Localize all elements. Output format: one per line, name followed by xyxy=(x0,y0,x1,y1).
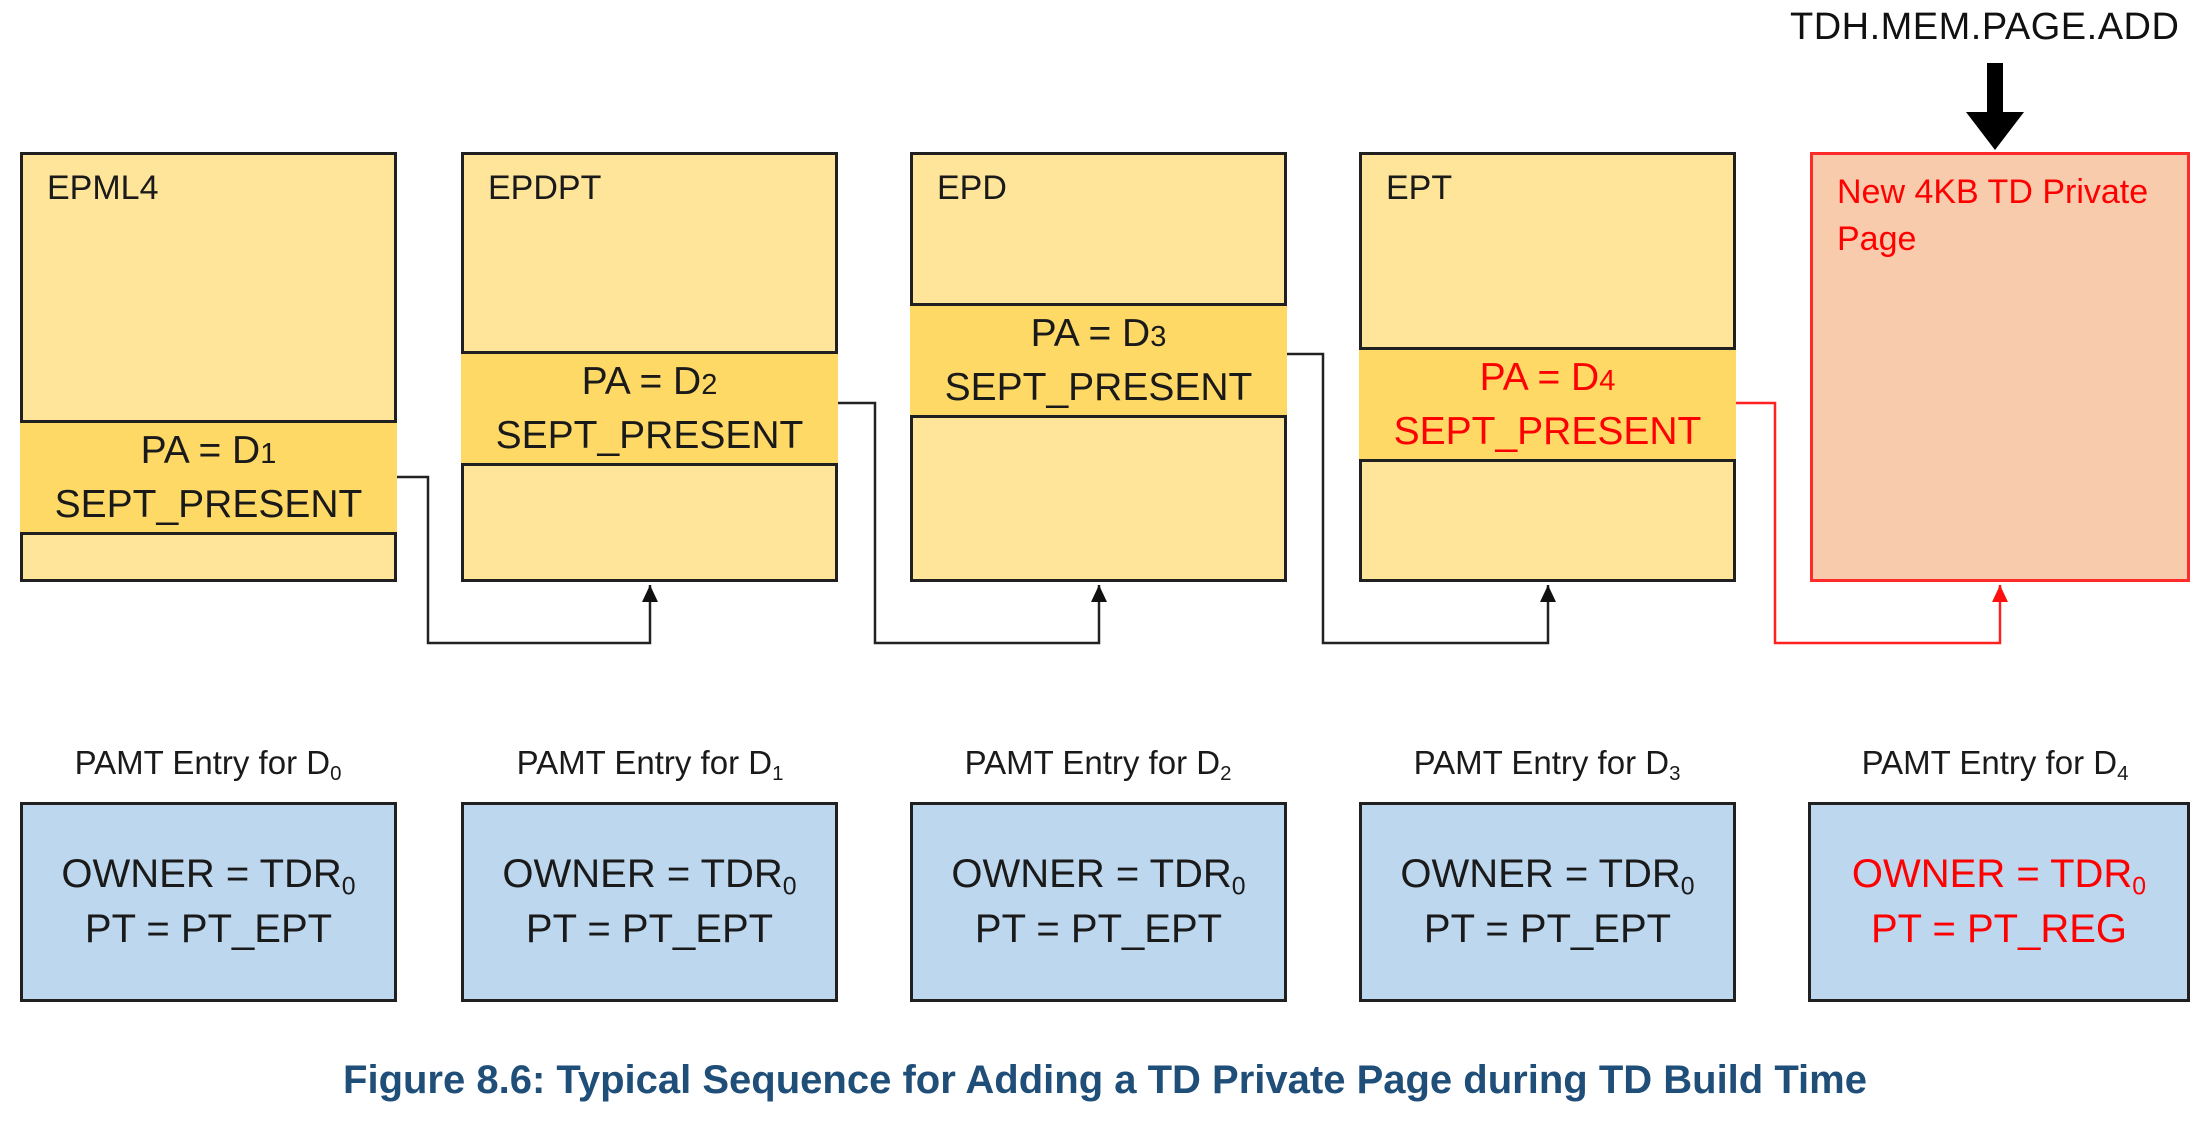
pamt-entry-d3: OWNER = TDR0 PT = PT_EPT xyxy=(1359,802,1736,1002)
table-entry: PA = D2 SEPT_PRESENT xyxy=(461,351,838,466)
pamt-label: PAMT Entry for D0 xyxy=(74,744,342,786)
table-name: EPD xyxy=(937,169,1007,207)
pamt-owner: OWNER = TDR0 xyxy=(951,851,1246,901)
table-ept: EPT PA = D4 SEPT_PRESENT xyxy=(1359,152,1736,582)
pamt-pt: PT = PT_EPT xyxy=(525,907,774,951)
entry-state: SEPT_PRESENT xyxy=(54,482,363,526)
pointer-d3-connector xyxy=(1287,352,1556,645)
table-epd: EPD PA = D3 SEPT_PRESENT xyxy=(910,152,1287,582)
pamt-owner: OWNER = TDR0 xyxy=(502,851,797,901)
pamt-owner: OWNER = TDR0 xyxy=(1400,851,1695,901)
arrowhead-icon xyxy=(1992,585,2008,602)
pamt-owner: OWNER = TDR0 xyxy=(61,851,356,901)
arrowhead-icon xyxy=(1540,585,1556,602)
pamt-entry-d1: OWNER = TDR0 PT = PT_EPT xyxy=(461,802,838,1002)
pamt-pt: PT = PT_EPT xyxy=(84,907,333,951)
arrowhead-icon xyxy=(1091,585,1107,602)
table-entry: PA = D1 SEPT_PRESENT xyxy=(20,420,397,535)
table-name: EPDPT xyxy=(488,169,602,207)
entry-pa: PA = D1 xyxy=(140,429,277,473)
new-private-page: New 4KB TD Private Page xyxy=(1810,152,2190,582)
pointer-d2-connector xyxy=(838,401,1107,645)
table-epdpt: EPDPT PA = D2 SEPT_PRESENT xyxy=(461,152,838,582)
figure-caption: Figure 8.6: Typical Sequence for Adding … xyxy=(343,1058,1867,1102)
pointer-d1-connector xyxy=(397,475,658,645)
pamt-entry-d4: OWNER = TDR0 PT = PT_REG xyxy=(1808,802,2190,1002)
pamt-label: PAMT Entry for D4 xyxy=(1861,744,2129,786)
entry-pa: PA = D2 xyxy=(581,360,718,404)
pamt-pt: PT = PT_EPT xyxy=(974,907,1223,951)
table-name: EPT xyxy=(1386,169,1453,207)
new-page-label: New 4KB TD Private Page xyxy=(1837,173,2149,258)
entry-pa: PA = D4 xyxy=(1479,356,1616,400)
down-arrow-icon xyxy=(1966,112,2024,150)
pamt-label: PAMT Entry for D2 xyxy=(964,744,1232,786)
table-entry: PA = D4 SEPT_PRESENT xyxy=(1359,347,1736,462)
entry-state: SEPT_PRESENT xyxy=(944,365,1253,409)
table-epml4: EPML4 PA = D1 SEPT_PRESENT xyxy=(20,152,397,582)
pamt-pt: PT = PT_EPT xyxy=(1423,907,1672,951)
arrowhead-icon xyxy=(642,585,658,602)
operation-label: TDH.MEM.PAGE.ADD xyxy=(1790,6,2180,48)
table-entry: PA = D3 SEPT_PRESENT xyxy=(910,303,1287,418)
pamt-entry-d0: OWNER = TDR0 PT = PT_EPT xyxy=(20,802,397,1002)
pamt-pt: PT = PT_REG xyxy=(1870,907,2127,951)
pamt-label: PAMT Entry for D3 xyxy=(1413,744,1681,786)
pamt-entry-d2: OWNER = TDR0 PT = PT_EPT xyxy=(910,802,1287,1002)
pamt-owner: OWNER = TDR0 xyxy=(1851,851,2147,901)
pointer-d4-connector xyxy=(1736,401,2008,645)
pamt-label: PAMT Entry for D1 xyxy=(516,744,784,786)
entry-state: SEPT_PRESENT xyxy=(1393,409,1702,453)
entry-state: SEPT_PRESENT xyxy=(495,413,804,457)
operation-arrow xyxy=(1966,63,2024,150)
entry-pa: PA = D3 xyxy=(1030,312,1167,356)
table-name: EPML4 xyxy=(47,169,159,207)
